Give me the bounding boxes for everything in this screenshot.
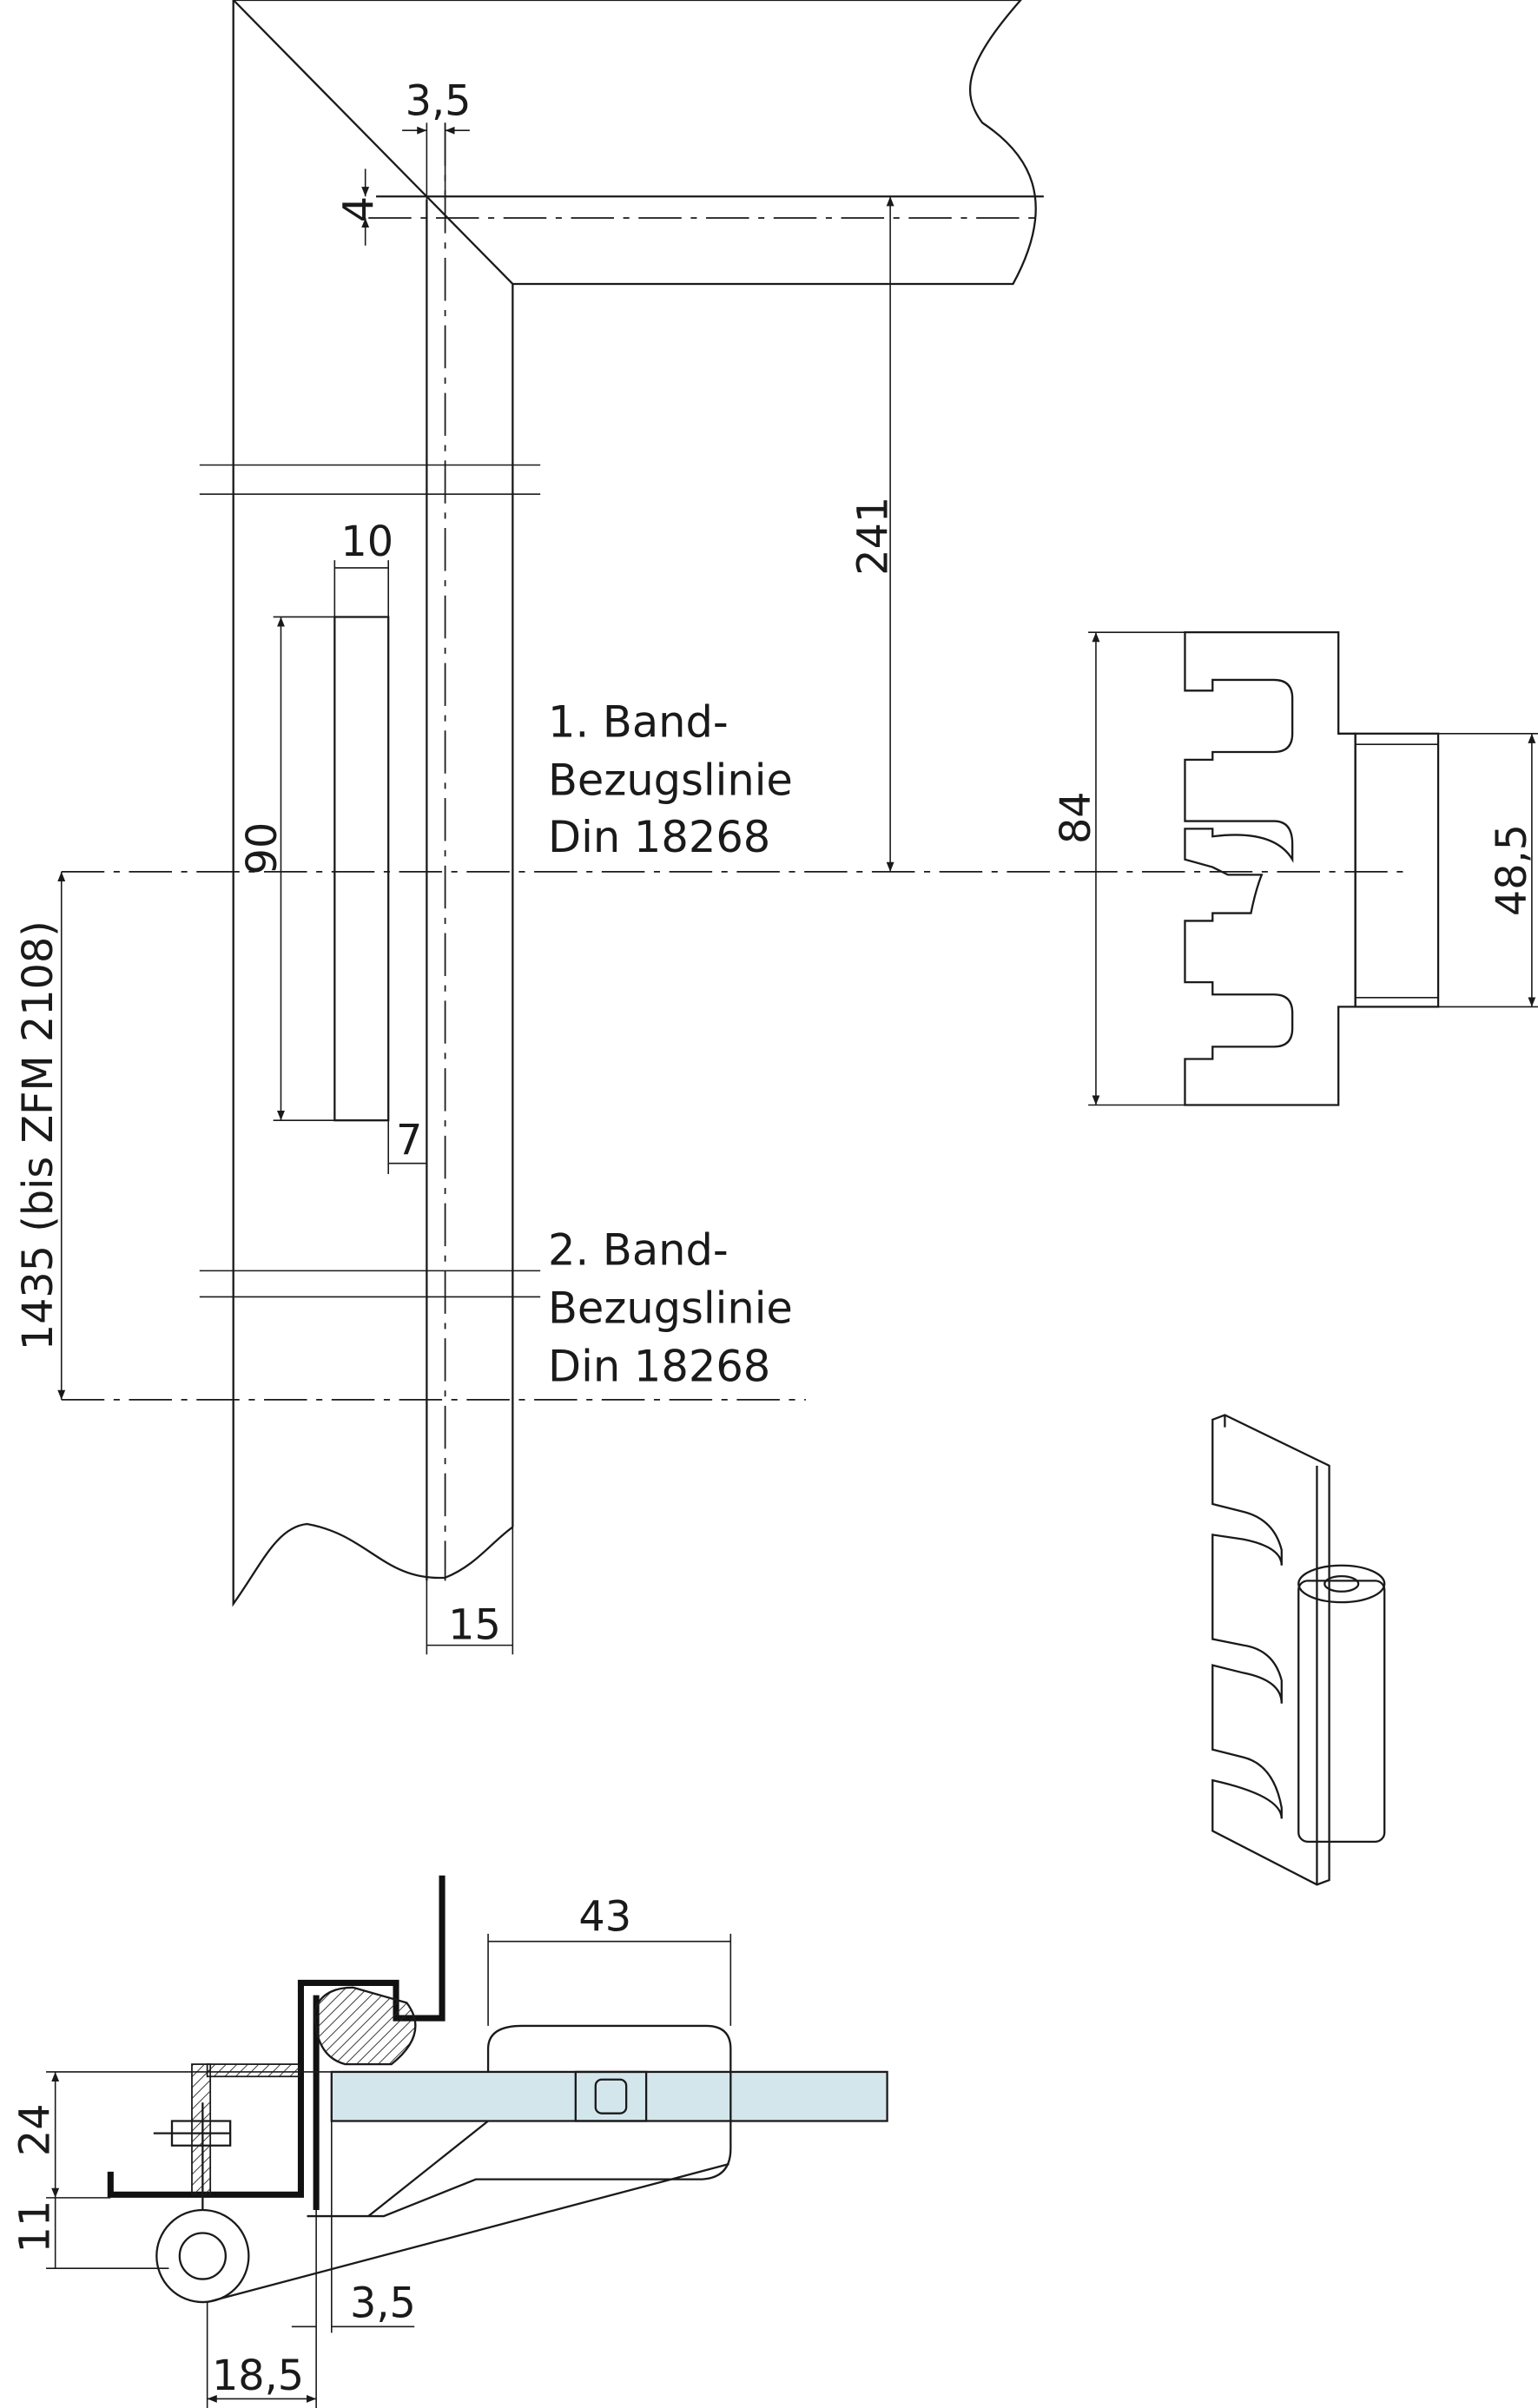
dim-top-gap: 3,5 [406,78,472,126]
cross-section: 43 24 11 3,5 18,5 [12,1875,888,2408]
reference-line-labels: 1. Band- Bezugslinie Din 18268 2. Band- … [548,696,793,1391]
dim-slot-width: 10 [340,518,393,566]
dim-slot-height: 90 [239,822,287,875]
dimensions: 3,5 4 241 10 90 7 15 1435 (bis ZFM 2108) [15,78,898,1655]
dim-slot-offset: 7 [396,1117,422,1164]
dim-knuckle-height: 48,5 [1488,824,1536,916]
hinge-plate-front: 84 48,5 [1053,631,1538,1106]
dim-top-offset: 4 [336,196,384,222]
dim-hinge-spacing: 1435 (bis ZFM 2108) [15,920,63,1350]
dim-plate-height: 84 [1053,791,1100,844]
label-second-line-2: Bezugslinie [548,1283,793,1333]
dim-section-width: 43 [578,1893,631,1941]
frame-elevation [61,0,1405,1607]
dim-section-depth: 24 [12,2103,60,2156]
label-second-line-1: 2. Band- [548,1224,729,1275]
dim-section-axis: 18,5 [212,2352,304,2400]
dim-section-gap: 3,5 [350,2280,416,2328]
label-second-line-3: Din 18268 [548,1342,770,1392]
dim-hinge-distance: 241 [850,497,898,576]
dim-section-offset: 11 [12,2200,60,2253]
label-first-line-2: Bezugslinie [548,755,793,805]
label-first-line-1: 1. Band- [548,696,729,747]
dim-frame-width: 15 [448,1602,501,1650]
label-first-line-3: Din 18268 [548,812,770,862]
hinge-isometric [1211,1414,1386,1886]
